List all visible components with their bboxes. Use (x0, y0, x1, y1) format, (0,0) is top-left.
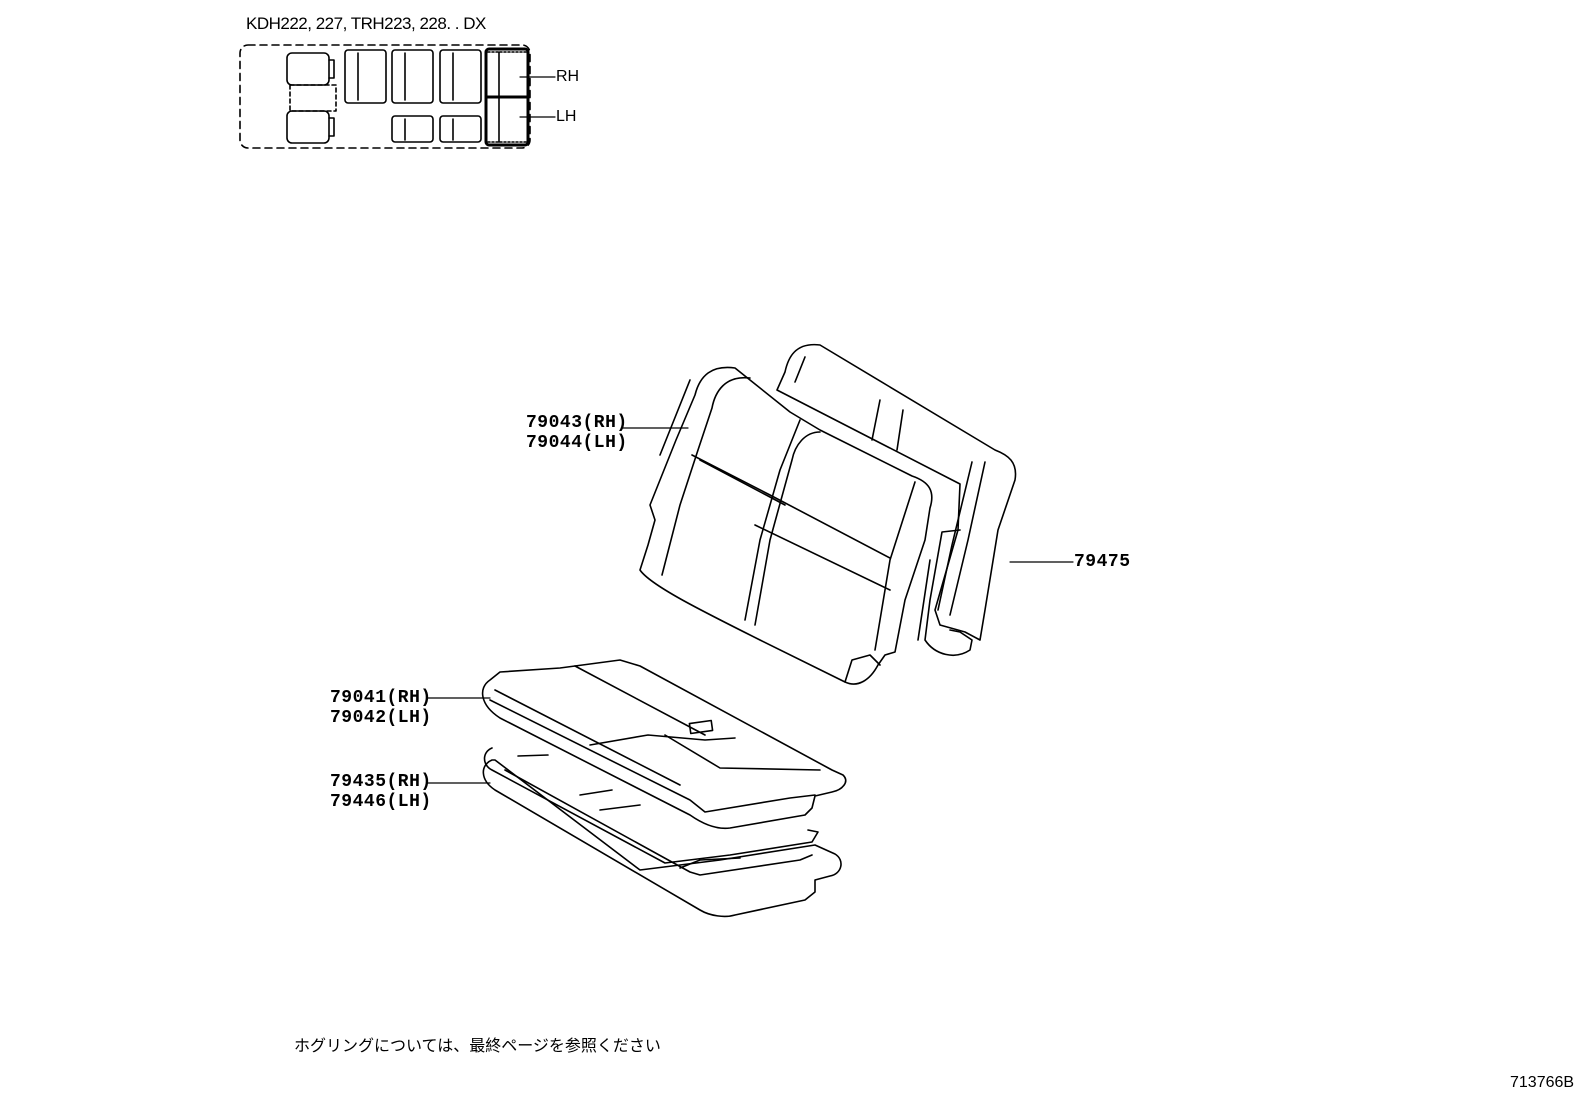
part-number-79043[interactable]: 79043(RH) (526, 413, 628, 433)
seat-cushion-cover-drawing (427, 659, 847, 830)
callout-cushion-pad: 79435(RH) 79446(LH) (330, 772, 432, 812)
part-number-79041[interactable]: 79041(RH) (330, 688, 432, 708)
seatback-pad-drawing (776, 343, 1017, 656)
seat-position-index (239, 44, 556, 149)
callout-seatback-cover: 79043(RH) 79044(LH) (526, 413, 628, 453)
illustration-code: 713766B (1510, 1074, 1575, 1091)
part-number-79446[interactable]: 79446(LH) (330, 792, 432, 812)
seatback-cover-drawing (621, 366, 933, 685)
part-number-79435[interactable]: 79435(RH) (330, 772, 432, 792)
part-number-79042[interactable]: 79042(LH) (330, 708, 432, 728)
rh-label: RH (556, 68, 580, 85)
part-number-79475[interactable]: 79475 (1074, 552, 1131, 572)
seat-cushion-pad-drawing (427, 747, 842, 918)
callout-cushion-cover: 79041(RH) 79042(LH) (330, 688, 432, 728)
part-number-79044[interactable]: 79044(LH) (526, 433, 628, 453)
hog-ring-note: ホグリングについては、最終ページを参照ください (294, 1036, 661, 1055)
lh-label: LH (556, 108, 577, 125)
applicability-header: KDH222, 227, TRH223, 228. . DX (246, 14, 486, 33)
callout-seatback-pad: 79475 (1074, 552, 1131, 572)
